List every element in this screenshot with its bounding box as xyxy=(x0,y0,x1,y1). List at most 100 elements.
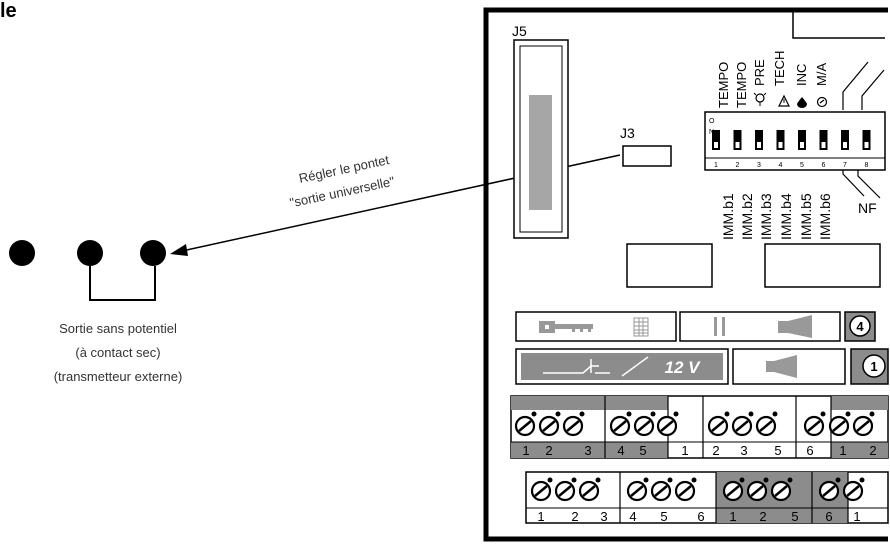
terminal-pin xyxy=(772,411,778,417)
terminal-number: 3 xyxy=(740,443,747,458)
terminal-number: 2 xyxy=(571,509,578,524)
terminal-pin xyxy=(650,411,656,417)
terminal-pin xyxy=(547,477,553,483)
imm-label-b6: IMM.b6 xyxy=(817,193,833,240)
caption-line-1: Sortie sans potentiel xyxy=(59,321,177,336)
dip-lever-slot xyxy=(800,142,804,148)
dip-label-tempo-2: TEMPO xyxy=(734,62,749,108)
terminal-screw xyxy=(554,480,576,502)
dip-label-tech: TECH xyxy=(772,51,787,86)
dip-lever xyxy=(819,130,828,150)
terminal-pin xyxy=(626,411,632,417)
badge-4 xyxy=(849,315,871,337)
j3-label: J3 xyxy=(620,125,635,141)
top-connector xyxy=(792,12,885,39)
terminal-screw xyxy=(818,480,840,502)
terminal-pin xyxy=(643,477,649,483)
badge-1 xyxy=(862,354,886,378)
terminal-pin xyxy=(820,411,826,417)
component-box-left xyxy=(626,243,713,288)
imm-labels: IMM.b1 IMM.b2 IMM.b3 IMM.b4 IMM.b5 IMM.b… xyxy=(720,193,833,240)
heading-fragment: le xyxy=(0,0,17,22)
dip-number: 6 xyxy=(822,162,826,169)
terminal-screw xyxy=(852,415,874,437)
terminal-number: 1 xyxy=(729,509,736,524)
terminal-pin xyxy=(691,477,697,483)
caption-line-2: (à contact sec) xyxy=(75,345,160,360)
terminal-pin xyxy=(531,411,537,417)
dip-label-ma: M/A xyxy=(814,63,829,86)
gauge-icon xyxy=(816,96,828,108)
terminal-number: 1 xyxy=(522,443,529,458)
dip-number: 3 xyxy=(757,162,761,169)
terminal-number: 1 xyxy=(839,443,846,458)
dip-number: 5 xyxy=(800,162,804,169)
terminal-screw xyxy=(707,415,729,437)
dip-lever xyxy=(712,130,720,150)
label-strip-row-2: 12 V 1 xyxy=(515,348,889,385)
terminal-screw xyxy=(656,415,678,437)
imm-label-b2: IMM.b2 xyxy=(739,193,755,240)
caption-line-3: (transmetteur externe) xyxy=(54,369,183,384)
dip-lever xyxy=(755,130,763,150)
terminal-number: 6 xyxy=(697,509,704,524)
dip-number: 4 xyxy=(779,162,783,169)
terminal-number: 5 xyxy=(791,509,798,524)
dip-lever xyxy=(733,130,742,150)
label-strip-row-1: 4 xyxy=(515,311,876,342)
terminal-screw xyxy=(803,415,825,437)
dip-lever xyxy=(862,130,871,150)
terminal-dot xyxy=(9,240,35,266)
dip-lever-slot xyxy=(714,142,718,148)
terminal-number: 5 xyxy=(639,443,646,458)
siren-icon xyxy=(778,315,812,338)
terminal-screw xyxy=(755,415,777,437)
terminal-screw xyxy=(530,480,552,502)
component-box-right xyxy=(764,243,881,288)
terminal-screw xyxy=(650,480,672,502)
terminal-dot xyxy=(77,240,103,266)
terminal-pin xyxy=(571,477,577,483)
terminal-pin xyxy=(673,411,679,417)
terminal-pin xyxy=(859,477,865,483)
imm-label-b4: IMM.b4 xyxy=(778,193,794,240)
terminal-number: 4 xyxy=(617,443,624,458)
terminal-screw xyxy=(633,415,655,437)
terminal-number: 6 xyxy=(806,443,813,458)
dip-number: 7 xyxy=(843,162,847,169)
terminal-number: 1 xyxy=(681,443,688,458)
voltage-label: 12 V xyxy=(665,358,702,377)
dip-on-label: O xyxy=(709,118,715,125)
siren-icon xyxy=(766,355,797,378)
bulb-icon xyxy=(753,92,767,106)
dip-lever-slot xyxy=(778,142,783,148)
terminal-number: 1 xyxy=(537,509,544,524)
drop-icon xyxy=(797,97,807,108)
terminal-number: 6 xyxy=(825,509,832,524)
terminal-pin xyxy=(763,477,769,483)
dip-label-tempo-1: TEMPO xyxy=(716,62,731,108)
terminal-number: 2 xyxy=(712,443,719,458)
terminal-screw xyxy=(842,480,864,502)
terminal-screw xyxy=(770,480,792,502)
terminal-number: 5 xyxy=(660,509,667,524)
imm-label-b3: IMM.b3 xyxy=(758,193,774,240)
dip-number: 1 xyxy=(714,162,718,169)
terminal-screw xyxy=(626,480,648,502)
terminal-pin xyxy=(845,411,851,417)
badge-1-label: 1 xyxy=(870,359,877,374)
terminal-number: 4 xyxy=(629,509,636,524)
dip-lever-slot xyxy=(864,142,869,148)
terminal-screw xyxy=(828,415,850,437)
terminal-pin xyxy=(835,477,841,483)
terminal-number: 5 xyxy=(774,443,781,458)
terminal-pin xyxy=(555,411,561,417)
imm-label-b1: IMM.b1 xyxy=(720,193,736,240)
dip-label-pre: PRE xyxy=(752,59,767,86)
terminal-pin xyxy=(787,477,793,483)
output-terminals xyxy=(9,240,166,301)
j5-connector xyxy=(513,39,569,239)
terminal-screw xyxy=(674,480,696,502)
